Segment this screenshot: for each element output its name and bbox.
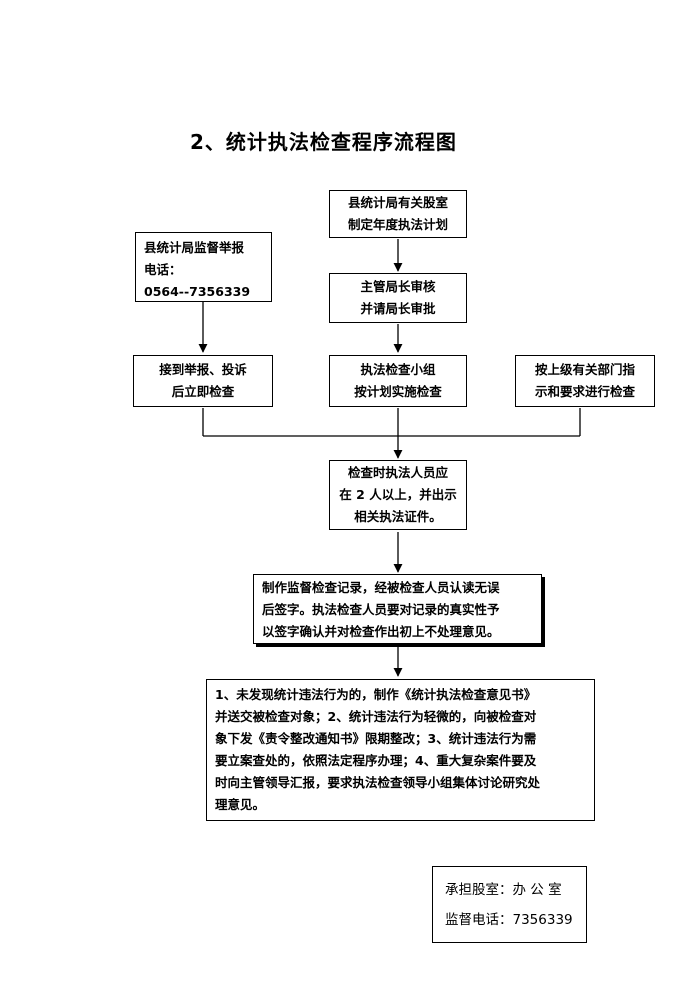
phone-value: 7356339 <box>512 912 573 928</box>
box-inspection-group: 执法检查小组 按计划实施检查 <box>329 355 467 407</box>
footer-contact-box: 承担股室：办 公 室 监督电话：7356339 <box>432 866 587 943</box>
footer-phone-line: 监督电话：7356339 <box>445 905 586 935</box>
dept-value: 办 公 室 <box>512 882 562 898</box>
box-superior-instruction: 按上级有关部门指 示和要求进行检查 <box>515 355 655 407</box>
box-receive-complaint: 接到举报、投诉 后立即检查 <box>133 355 273 407</box>
box-inspection-record: 制作监督检查记录，经被检查人员认读无误 后签字。执法检查人员要对记录的真实性予 … <box>253 574 542 644</box>
page-title: 2、统计执法检查程序流程图 <box>190 130 457 154</box>
box-personnel-requirement: 检查时执法人员应 在 2 人以上，并出示 相关执法证件。 <box>329 460 467 530</box>
footer-dept-line: 承担股室：办 公 室 <box>445 875 586 905</box>
phone-label: 监督电话： <box>445 912 513 928</box>
box-handling-result: 1、未发现统计违法行为的，制作《统计执法检查意见书》 并送交被检查对象；2、统计… <box>206 679 595 821</box>
box-report-hotline: 县统计局监督举报 电话： 0564--7356339 <box>135 232 272 302</box>
box-approval: 主管局长审核 并请局长审批 <box>329 273 467 323</box>
box-annual-plan: 县统计局有关股室 制定年度执法计划 <box>329 190 467 238</box>
dept-label: 承担股室： <box>445 882 513 898</box>
